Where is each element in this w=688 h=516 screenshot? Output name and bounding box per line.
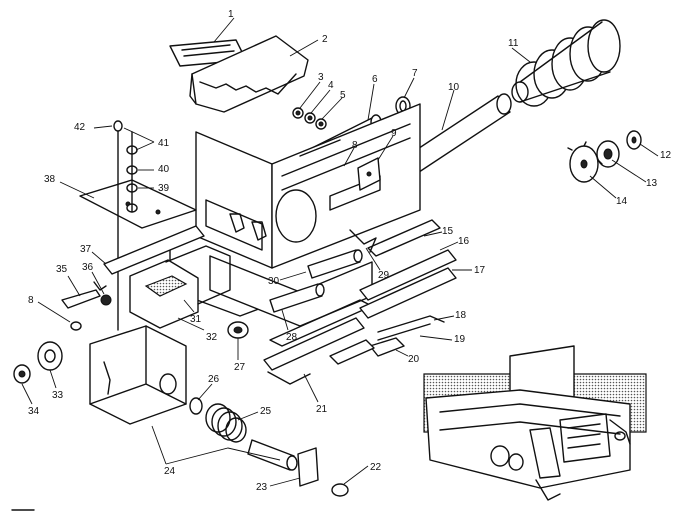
part-25-26-spring [189, 397, 247, 443]
callout-21: 21 [316, 404, 328, 415]
callout-9: 9 [391, 128, 397, 139]
assembled-view [423, 345, 647, 501]
callout-22: 22 [370, 462, 382, 473]
callout-16: 16 [458, 236, 470, 247]
part-28-30-shafts [269, 249, 363, 313]
callout-19: 19 [454, 334, 466, 345]
part-33-34-knob [13, 341, 63, 384]
callout-1: 1 [228, 9, 234, 20]
part-39-42-fasteners [113, 120, 138, 331]
callout-24: 24 [164, 466, 176, 477]
callout-20: 20 [408, 354, 420, 365]
callout-18: 18 [455, 310, 467, 321]
callout-3: 3 [318, 72, 324, 83]
callout-labels: 1 2 3 4 5 6 7 8 9 10 11 12 13 14 15 16 1… [28, 9, 672, 493]
callout-37: 37 [80, 244, 92, 255]
callout-26: 26 [208, 374, 220, 385]
callout-4: 4 [328, 80, 334, 91]
callout-27: 27 [234, 362, 246, 373]
part-12-13-14-gear-washers [567, 130, 642, 183]
part-2-cover-tray [189, 35, 309, 113]
callout-39: 39 [158, 183, 170, 194]
part-22-23-shaft-end [247, 439, 349, 497]
part-9-bracket [357, 157, 381, 191]
callout-28: 28 [286, 332, 298, 343]
callout-25: 25 [260, 406, 272, 417]
part-31-32-solenoid-bracket [129, 245, 231, 329]
callout-17: 17 [474, 265, 486, 276]
part-35-36-lever [61, 281, 112, 331]
callout-23: 23 [256, 482, 268, 493]
part-38-top-plate [79, 179, 197, 229]
callout-13: 13 [646, 178, 658, 189]
callout-40: 40 [158, 164, 170, 175]
callout-41: 41 [158, 138, 170, 149]
callout-12: 12 [660, 150, 672, 161]
callout-33: 33 [52, 390, 64, 401]
callout-35: 35 [56, 264, 68, 275]
callout-14: 14 [616, 196, 628, 207]
part-3-4-5-screws [292, 107, 327, 130]
callout-6: 6 [372, 74, 378, 85]
callout-10: 10 [448, 82, 460, 93]
part-29-clip [349, 229, 377, 253]
part-18-19-20-arms [329, 315, 445, 365]
callout-29: 29 [378, 270, 390, 281]
callout-15: 15 [442, 226, 454, 237]
callout-38: 38 [44, 174, 56, 185]
callout-8b: 8 [28, 295, 34, 306]
callout-36: 36 [82, 262, 94, 273]
main-frame [169, 103, 421, 317]
callout-34: 34 [28, 406, 40, 417]
callout-11: 11 [508, 38, 519, 49]
part-27-grommet [227, 321, 249, 339]
callout-30: 30 [268, 276, 280, 287]
callout-42: 42 [74, 122, 86, 133]
callout-7: 7 [412, 68, 418, 79]
callout-2: 2 [322, 34, 328, 45]
leader-lines [21, 17, 659, 487]
callout-5: 5 [340, 90, 346, 101]
part-24-motor-housing [89, 325, 187, 425]
part-37-guide-arm [103, 225, 205, 275]
callout-31: 31 [190, 314, 202, 325]
part-11-drum-stack [511, 19, 621, 107]
part-15-16-17-rails [359, 219, 457, 319]
callout-8a: 8 [352, 140, 358, 151]
callout-32: 32 [206, 332, 218, 343]
